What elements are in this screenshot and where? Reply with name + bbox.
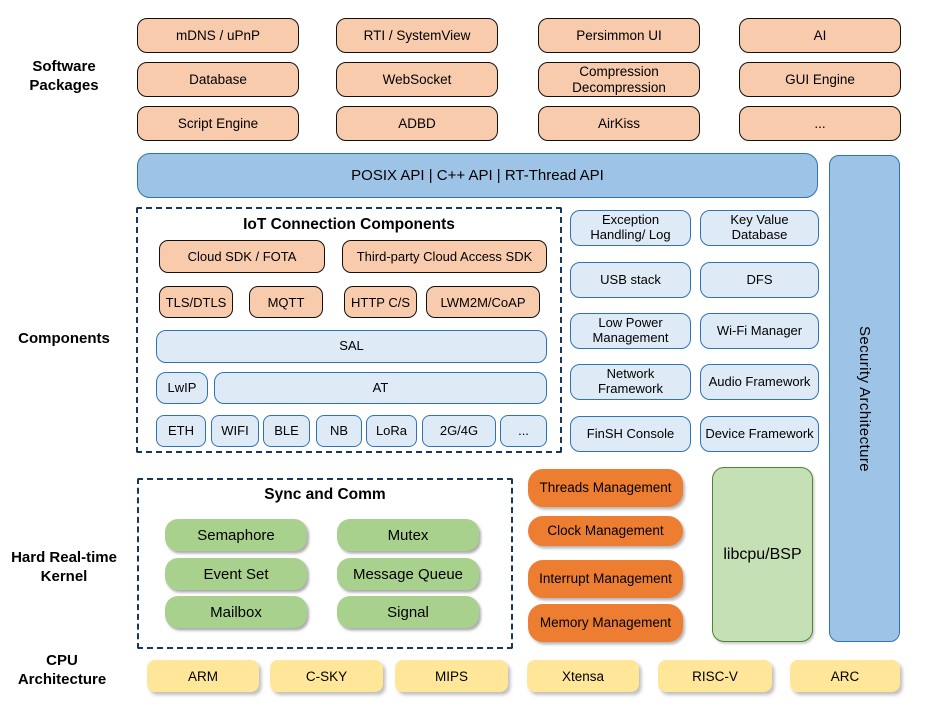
label-hard-real-time-kernel: Hard Real-time Kernel: [11, 549, 117, 585]
package-websocket: WebSocket: [336, 62, 498, 97]
security-architecture-bar: Security Architecture: [829, 155, 900, 642]
link-2g-4g: 2G/4G: [422, 415, 496, 447]
package-mdns-upnp: mDNS / uPnP: [137, 18, 299, 53]
service-network-framework: Network Framework: [570, 364, 691, 400]
package-gui-engine: GUI Engine: [739, 62, 901, 97]
mgmt-threads: Threads Management: [528, 469, 683, 507]
posix-api-bar: POSIX API | C++ API | RT-Thread API: [137, 153, 818, 198]
service-key-value-database: Key Value Database: [700, 210, 819, 246]
mgmt-clock: Clock Management: [528, 516, 683, 546]
mgmt-memory: Memory Management: [528, 604, 683, 642]
sync-comm-group: [137, 478, 513, 649]
package-airkiss: AirKiss: [538, 106, 700, 141]
service-device-framework: Device Framework: [700, 416, 819, 452]
cpu-xtensa: Xtensa: [527, 660, 639, 692]
iot-lwip: LwIP: [156, 372, 208, 404]
sync-signal: Signal: [337, 596, 479, 628]
service-dfs: DFS: [700, 262, 819, 298]
package-database: Database: [137, 62, 299, 97]
iot-cloud-sdk-fota: Cloud SDK / FOTA: [159, 240, 325, 273]
sync-semaphore: Semaphore: [165, 519, 307, 551]
service-audio-framework: Audio Framework: [700, 364, 819, 400]
service-wifi-manager: Wi-Fi Manager: [700, 313, 819, 349]
package-script-engine: Script Engine: [137, 106, 299, 141]
sync-mailbox: Mailbox: [165, 596, 307, 628]
iot-tls-dtls: TLS/DTLS: [159, 286, 233, 318]
label-software-packages: Software Packages: [29, 58, 99, 94]
link-nb: NB: [316, 415, 362, 447]
link-eth: ETH: [156, 415, 206, 447]
iot-http-cs: HTTP C/S: [344, 286, 417, 318]
link-lora: LoRa: [366, 415, 417, 447]
label-cpu-architecture: CPU Architecture: [17, 652, 107, 688]
package-ai: AI: [739, 18, 901, 53]
service-exception-handling-log: Exception Handling/ Log: [570, 210, 691, 246]
label-components: Components: [18, 330, 110, 347]
sync-message-queue: Message Queue: [337, 558, 479, 590]
package-rti-systemview: RTI / SystemView: [336, 18, 498, 53]
mgmt-interrupt: Interrupt Management: [528, 560, 683, 598]
cpu-risc-v: RISC-V: [658, 660, 772, 692]
service-usb-stack: USB stack: [570, 262, 691, 298]
sync-mutex: Mutex: [337, 519, 479, 551]
package-adbd: ADBD: [336, 106, 498, 141]
iot-lwm2m-coap: LWM2M/CoAP: [426, 286, 540, 318]
link-wifi: WIFI: [211, 415, 259, 447]
package-compression-decompression: Compression Decompression: [538, 62, 700, 97]
cpu-c-sky: C-SKY: [270, 660, 383, 692]
iot-components-title: IoT Connection Components: [243, 216, 455, 233]
cpu-arc: ARC: [790, 660, 900, 692]
cpu-mips: MIPS: [395, 660, 508, 692]
link-more: ...: [500, 415, 547, 447]
iot-mqtt: MQTT: [249, 286, 323, 318]
service-finsh-console: FinSH Console: [570, 416, 691, 452]
cpu-arm: ARM: [147, 660, 259, 692]
iot-third-party-cloud-sdk: Third-party Cloud Access SDK: [342, 240, 547, 273]
service-low-power-management: Low Power Management: [570, 313, 691, 349]
iot-components-group: [136, 207, 562, 453]
libcpu-bsp: libcpu/BSP: [712, 467, 813, 642]
iot-at-layer: AT: [214, 372, 547, 404]
package-persimmon-ui: Persimmon UI: [538, 18, 700, 53]
sync-comm-title: Sync and Comm: [264, 486, 386, 503]
iot-sal-layer: SAL: [156, 330, 547, 363]
sync-event-set: Event Set: [165, 558, 307, 590]
link-ble: BLE: [263, 415, 310, 447]
package-more: ...: [739, 106, 901, 141]
